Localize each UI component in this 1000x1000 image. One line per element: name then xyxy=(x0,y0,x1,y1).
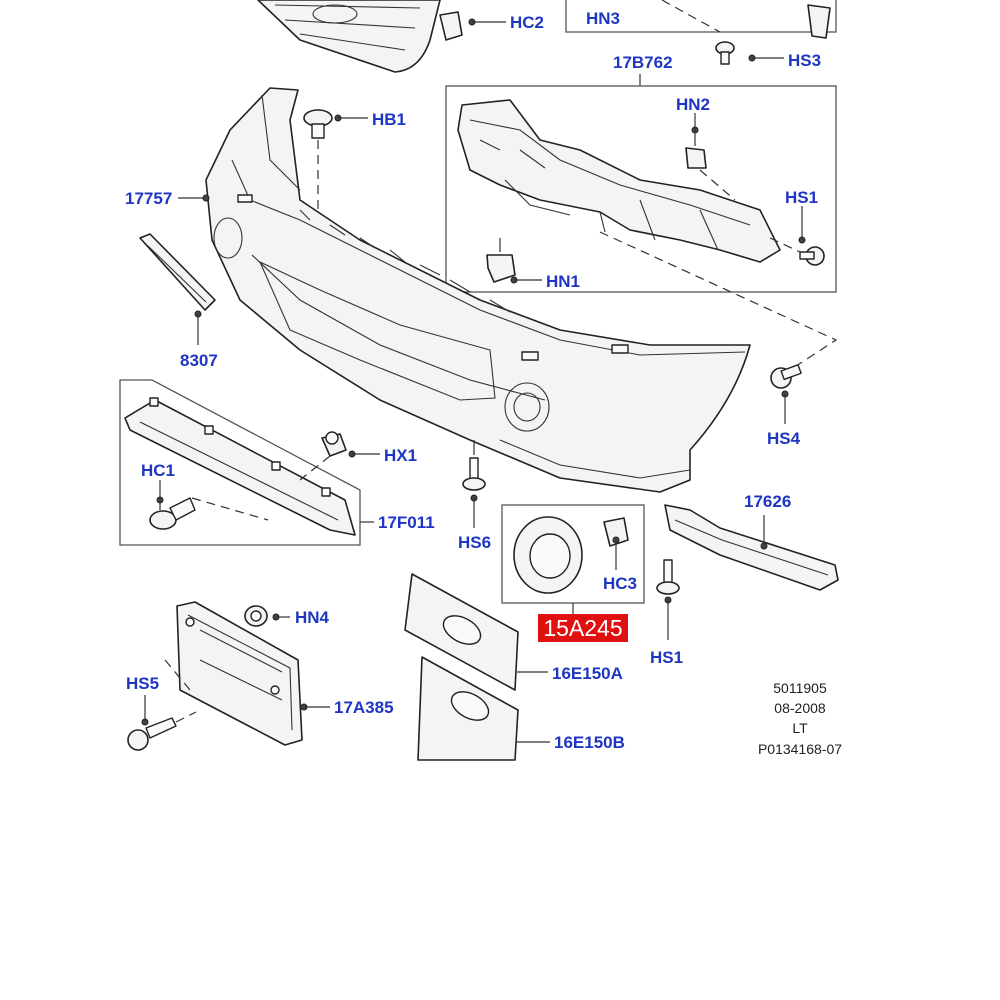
hs1-bottom-screw xyxy=(656,559,680,640)
bumper-bracket-part xyxy=(457,99,781,263)
hs1-top-screw xyxy=(769,206,825,266)
fog-lamp-bezel-part xyxy=(513,516,583,594)
hn1-clip xyxy=(486,238,542,284)
top-right-box xyxy=(565,0,837,39)
label-17a385: 17A385 xyxy=(334,698,394,717)
label-hn2: HN2 xyxy=(676,95,710,114)
hs4-screw xyxy=(770,364,802,424)
bracket-box xyxy=(445,85,837,293)
ref-line-4: P0134168-07 xyxy=(758,741,842,757)
label-hc1: HC1 xyxy=(141,461,175,480)
number-plate-16e150a xyxy=(404,573,548,691)
hc1-clip xyxy=(149,480,269,530)
number-plate-16e150b xyxy=(417,656,550,761)
label-hs1-top: HS1 xyxy=(785,188,818,207)
highlighted-part-badge xyxy=(538,614,628,642)
label-hs5: HS5 xyxy=(126,674,159,693)
label-16e150b: 16E150B xyxy=(554,733,625,752)
label-hs3: HS3 xyxy=(788,51,821,70)
ref-line-3: LT xyxy=(792,720,808,736)
label-17b762: 17B762 xyxy=(613,53,673,72)
lower-grille-bar-17f011 xyxy=(124,397,356,536)
label-hs4: HS4 xyxy=(767,429,801,448)
label-17626: 17626 xyxy=(744,492,791,511)
plate-bracket-17a385 xyxy=(176,601,330,746)
label-hb1: HB1 xyxy=(372,110,406,129)
hs5-screw xyxy=(127,659,197,751)
hn2-clip xyxy=(685,113,736,201)
hn4-clip xyxy=(244,605,290,627)
grille-part xyxy=(257,0,441,73)
hc3-clip xyxy=(603,517,629,570)
label-16e150a: 16E150A xyxy=(552,664,623,683)
label-15a245: 15A245 xyxy=(543,615,622,641)
hx1-clip xyxy=(299,431,380,481)
label-hn4: HN4 xyxy=(295,608,330,627)
label-17f011: 17F011 xyxy=(378,513,435,532)
label-17757: 17757 xyxy=(125,189,172,208)
label-8307: 8307 xyxy=(180,351,218,370)
label-hn1: HN1 xyxy=(546,272,580,291)
side-trim-17626 xyxy=(664,504,839,591)
ref-line-1: 5011905 xyxy=(773,680,827,696)
label-hs6: HS6 xyxy=(458,533,491,552)
side-strip-8307 xyxy=(139,233,216,345)
hs6-screw xyxy=(462,440,486,528)
front-bumper-part xyxy=(205,87,751,493)
label-hs1-bottom: HS1 xyxy=(650,648,683,667)
label-hc2: HC2 xyxy=(510,13,544,32)
hs3-screw xyxy=(715,41,784,65)
hc2-clip xyxy=(439,11,506,41)
ref-line-2: 08-2008 xyxy=(774,700,826,716)
label-hn3: HN3 xyxy=(586,9,620,28)
hb1-bolt xyxy=(303,109,368,210)
label-hc3: HC3 xyxy=(603,574,637,593)
grille-bar-box xyxy=(119,379,361,546)
label-hx1: HX1 xyxy=(384,446,417,465)
